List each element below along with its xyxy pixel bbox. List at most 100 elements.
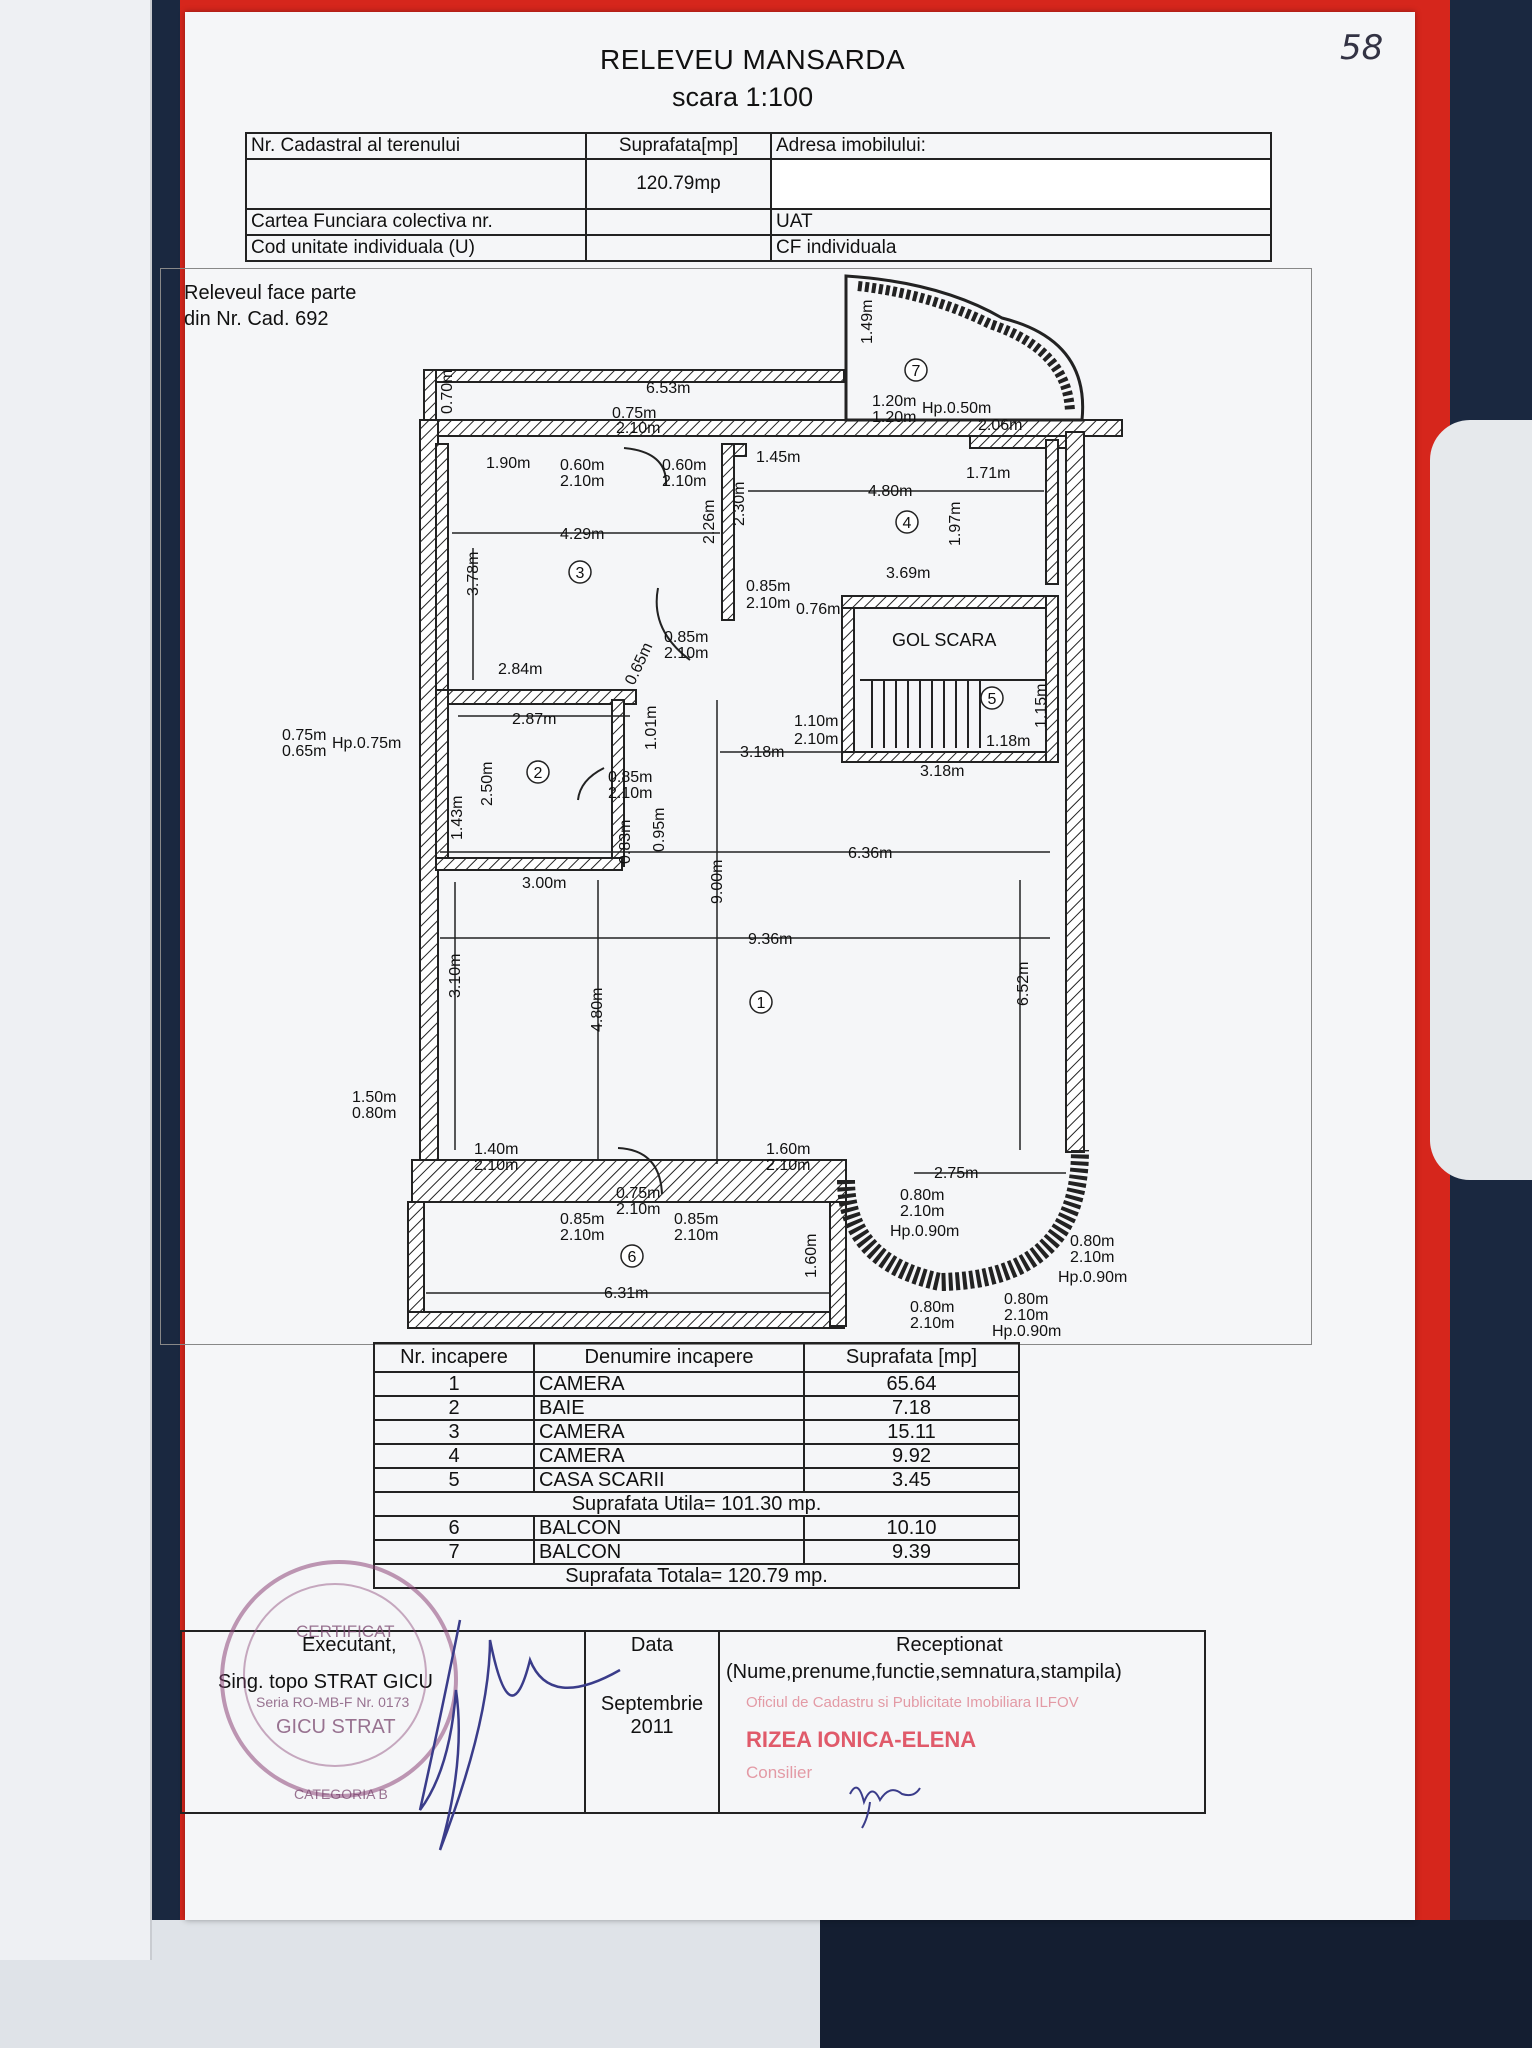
rooms-header-name: Denumire incapere bbox=[533, 1342, 805, 1373]
gol-scara-label: GOL SCARA bbox=[892, 630, 996, 650]
area-value: 120.79mp bbox=[585, 158, 772, 210]
dim: 2.10m bbox=[560, 473, 604, 490]
wall bbox=[841, 595, 855, 761]
dim: 3.18m bbox=[740, 744, 784, 761]
rooms-header-area: Suprafata [mp] bbox=[803, 1342, 1020, 1373]
surface-utila: Suprafata Utila= 101.30 mp. bbox=[373, 1491, 1020, 1517]
dim: 6.36m bbox=[848, 845, 892, 862]
dim: 0.60m bbox=[560, 457, 604, 474]
dim: 1.20m bbox=[872, 409, 916, 426]
dim: 2.26m bbox=[701, 500, 718, 544]
wall bbox=[1065, 431, 1085, 1153]
wall bbox=[435, 689, 449, 867]
topographer-stamp bbox=[220, 1560, 458, 1798]
dim: 3.18m bbox=[920, 763, 964, 780]
dim: 3.78m bbox=[465, 552, 482, 596]
dim: 1.43m bbox=[449, 796, 466, 840]
official-signature bbox=[849, 1786, 921, 1829]
area-label: Suprafata[mp] bbox=[585, 132, 772, 160]
rooms-table: Nr. incapere Denumire incapere Suprafata… bbox=[373, 1342, 1020, 1589]
official-name: RIZEA IONICA-ELENA bbox=[746, 1727, 977, 1752]
room-7-marker bbox=[904, 358, 928, 382]
dim: 4.80m bbox=[868, 483, 912, 500]
wall bbox=[407, 1311, 845, 1329]
cf-label: CF individuala bbox=[770, 234, 1272, 262]
dim: 6.31m bbox=[604, 1285, 648, 1302]
dim: 1.49m bbox=[859, 300, 876, 344]
dim: 1.01m bbox=[643, 706, 660, 750]
dim: 6.53m bbox=[646, 380, 690, 397]
dim: 2.10m bbox=[910, 1315, 954, 1332]
room-number: 4 bbox=[903, 515, 912, 532]
dim: 0.80m bbox=[352, 1105, 396, 1122]
door-arcs bbox=[577, 447, 691, 1195]
room-5-marker bbox=[980, 686, 1004, 710]
dim: 0.85m bbox=[674, 1211, 718, 1228]
dim: 1.60m bbox=[803, 1234, 820, 1278]
dim: 3.00m bbox=[522, 875, 566, 892]
dim: 3.69m bbox=[886, 565, 930, 582]
stair-treads bbox=[860, 679, 1046, 748]
dim: 0.65m bbox=[282, 743, 326, 760]
plan-note-line2: din Nr. Cad. 692 bbox=[184, 308, 329, 330]
dim: 2.10m bbox=[474, 1157, 518, 1174]
dim: 2.10m bbox=[1070, 1249, 1114, 1266]
balcony-7-outline bbox=[844, 274, 1085, 422]
rooms-header-nr: Nr. incapere bbox=[373, 1342, 535, 1373]
dim: 0.75m bbox=[616, 1185, 660, 1202]
wall bbox=[423, 369, 845, 383]
stamp-categoria: CATEGORIA B bbox=[294, 1786, 388, 1802]
dim: 1.15m bbox=[1033, 684, 1050, 728]
dimension-lines bbox=[426, 490, 1066, 1294]
official-title: Consilier bbox=[746, 1763, 813, 1782]
dim: 1.71m bbox=[966, 465, 1010, 482]
data-label: Data bbox=[630, 1634, 674, 1656]
dim: Hp.0.90m bbox=[890, 1223, 959, 1240]
bay-window bbox=[837, 1149, 1089, 1292]
table-row: 4 CAMERA 9.92 bbox=[373, 1443, 1020, 1469]
address-redacted bbox=[770, 158, 1272, 210]
room-6-marker bbox=[620, 1244, 644, 1268]
dim: 0.85m bbox=[664, 629, 708, 646]
room-3-marker bbox=[568, 560, 592, 584]
wall bbox=[1045, 439, 1059, 585]
dim: 0.70m bbox=[439, 370, 456, 414]
wall bbox=[1045, 595, 1059, 763]
uat-label: UAT bbox=[770, 208, 1272, 236]
dim: 0.80m bbox=[1004, 1291, 1048, 1308]
receptionat-sub: (Nume,prenume,functie,semnatura,stampila… bbox=[726, 1661, 1122, 1683]
dim: Hp.0.50m bbox=[922, 400, 991, 417]
dim: 3.10m bbox=[447, 954, 464, 998]
dim: 1.40m bbox=[474, 1141, 518, 1158]
room-number: 6 bbox=[628, 1249, 637, 1266]
dim: 1.45m bbox=[756, 449, 800, 466]
wall bbox=[407, 1201, 425, 1327]
dim: 9.36m bbox=[748, 931, 792, 948]
wall bbox=[969, 435, 1067, 449]
dim: 2.87m bbox=[512, 711, 556, 728]
dim: 4.29m bbox=[560, 526, 604, 543]
dim: 2.30m bbox=[731, 482, 748, 526]
document-scale: scara 1:100 bbox=[672, 82, 814, 112]
dim: 0.75m bbox=[612, 405, 656, 422]
dim: 2.10m bbox=[1004, 1307, 1048, 1324]
dim: 0.65m bbox=[622, 640, 656, 687]
wall bbox=[733, 443, 747, 457]
wall bbox=[435, 443, 449, 691]
topographer-stamp-inner bbox=[243, 1583, 427, 1767]
dim: 2.10m bbox=[794, 731, 838, 748]
dim: 2.10m bbox=[662, 473, 706, 490]
dim: 2.10m bbox=[616, 420, 660, 437]
dim: 2.10m bbox=[616, 1201, 660, 1218]
wall bbox=[721, 443, 735, 621]
room-number: 2 bbox=[534, 765, 543, 782]
wall bbox=[841, 595, 1049, 609]
wall bbox=[435, 689, 637, 705]
dim: 2.06m bbox=[978, 417, 1022, 434]
dim: 0.75m bbox=[282, 727, 326, 744]
page-number: 58 bbox=[1340, 28, 1384, 68]
stamp-name: GICU STRAT bbox=[276, 1716, 396, 1738]
dim: 2.84m bbox=[498, 661, 542, 678]
plan-note: Releveul face parte din Nr. Cad. 692 bbox=[184, 280, 356, 332]
